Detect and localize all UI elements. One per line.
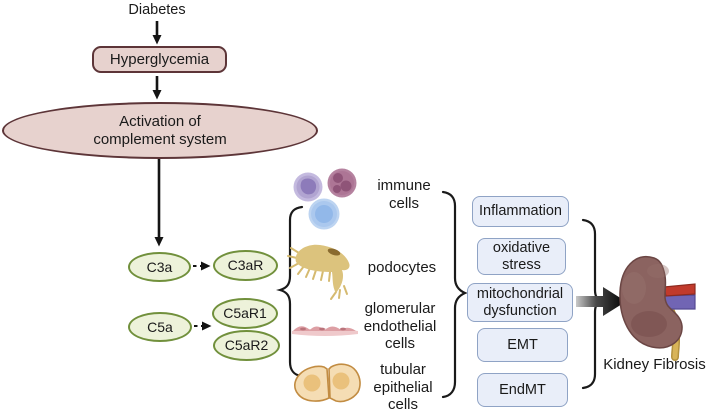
glomerular-endothelial-icon (292, 326, 358, 336)
kidney-icon (619, 256, 696, 361)
fibrosis-arrow (576, 287, 626, 316)
complement-activation-label: Activation of complement system (93, 113, 227, 148)
left-brace (276, 205, 304, 378)
outcome-inflammation: Inflammation (472, 196, 569, 227)
c3ar-node: C3aR (213, 250, 278, 281)
hyperglycemia-node: Hyperglycemia (92, 46, 227, 73)
podocytes-label: podocytes (367, 259, 437, 276)
c5a-node: C5a (128, 312, 192, 342)
tubular-epithelial-icon (294, 363, 361, 403)
receptor-arrows (193, 261, 212, 331)
immune-cells-label: immune cells (377, 177, 431, 212)
podocyte-icon (287, 244, 350, 300)
c3a-node: C3a (128, 252, 191, 282)
immune-cells-icon (293, 168, 357, 230)
outcome-mitochondrial-dysfunction: mitochondrial dysfunction (467, 283, 573, 322)
diabetes-label: Diabetes (128, 2, 186, 18)
c5ar1-node: C5aR1 (212, 298, 278, 329)
outcome-oxidative-stress: oxidative stress (477, 238, 566, 275)
kidney-fibrosis-label: Kidney Fibrosis (603, 356, 706, 373)
tubular-epithelial-label: tubular epithelial cells (373, 361, 433, 414)
outcome-emt: EMT (477, 328, 568, 362)
flow-arrows (152, 21, 164, 247)
c5ar2-node: C5aR2 (213, 330, 280, 361)
right-brace (441, 190, 468, 399)
outcome-endmt: EndMT (477, 373, 568, 407)
complement-activation-node: Activation of complement system (2, 102, 318, 159)
glomerular-endothelial-label: glomerular endothelial cells (363, 300, 437, 353)
